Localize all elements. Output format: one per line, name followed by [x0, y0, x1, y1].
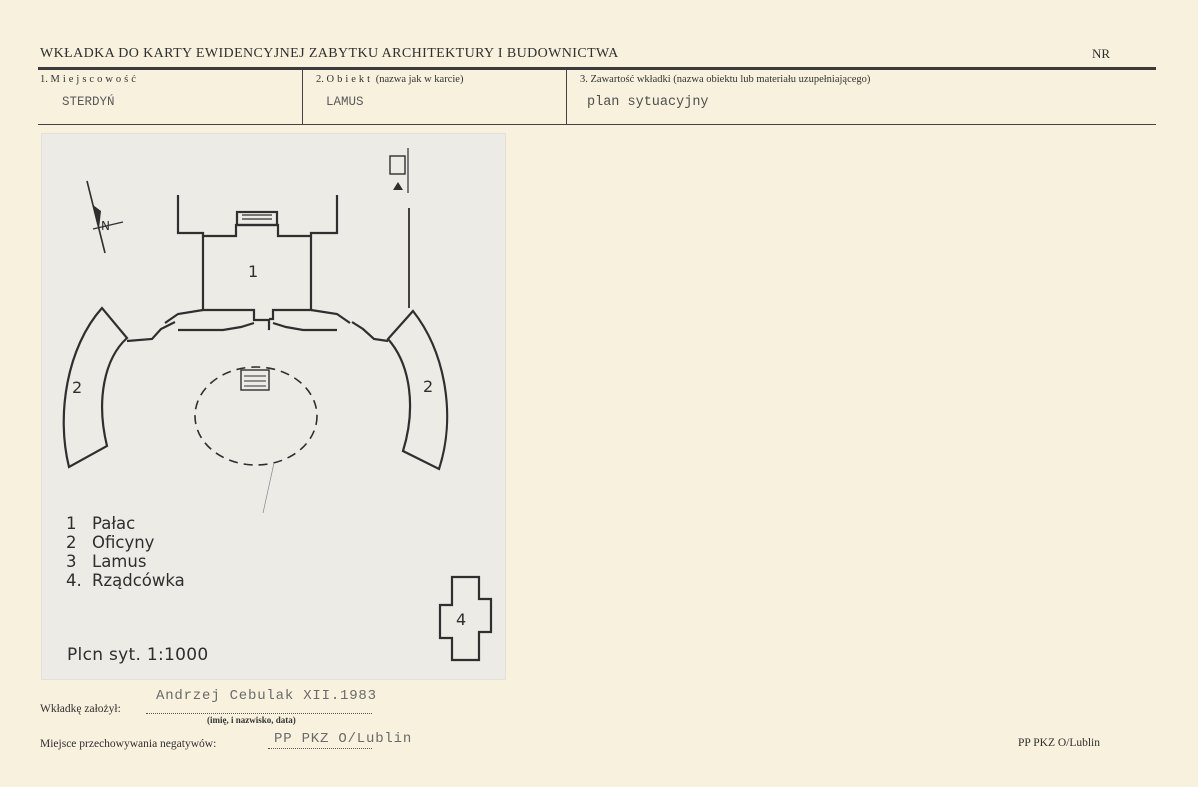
legend-item: 2 Oficyny — [66, 533, 185, 552]
label-palace: 1 — [248, 262, 258, 281]
fields-rule — [38, 124, 1156, 125]
legend-number: 4. — [66, 571, 82, 590]
label-right-outbuilding: 2 — [423, 377, 433, 396]
content-value: plan sytuacyjny — [587, 95, 709, 110]
right-outbuilding-outline — [386, 309, 449, 471]
negatives-label: Miejsce przechowywania negatywów: — [40, 738, 217, 750]
plan-scale: Plcn syt. 1:1000 — [67, 645, 209, 665]
object-number: 2. — [316, 74, 324, 85]
object-label-text: Obiekt — [326, 74, 374, 85]
plan-legend: 1 Pałac 2 Oficyny 3 Lamus 4. Rządcówka — [66, 514, 185, 590]
locality-label-text: Miejscowość — [50, 74, 139, 85]
legend-text: Rządcówka — [92, 571, 185, 590]
field-separator — [566, 70, 567, 124]
north-label: N — [101, 219, 110, 233]
founder-dotline — [146, 713, 372, 714]
founder-value: Andrzej Cebulak XII.1983 — [156, 688, 377, 704]
locality-label: 1. Miejscowość — [40, 74, 139, 85]
legend-item: 1 Pałac — [66, 514, 185, 533]
north-arrow-icon — [86, 180, 124, 254]
legend-number: 3 — [66, 552, 77, 571]
legend-text: Oficyny — [92, 533, 155, 552]
locality-number: 1. — [40, 74, 48, 85]
granary-marker — [240, 369, 270, 391]
legend-number: 2 — [66, 533, 77, 552]
content-label-text: Zawartość wkładki (nazwa obiektu lub mat… — [590, 74, 871, 85]
legend-text: Pałac — [92, 514, 136, 533]
header-rule — [38, 67, 1156, 70]
nr-label: NR — [1092, 46, 1111, 61]
object-label: 2. Obiekt (nazwa jak w karcie) — [316, 74, 463, 85]
palace-entrance — [235, 210, 279, 227]
legend-item: 3 Lamus — [66, 552, 185, 571]
card-title: WKŁADKA DO KARTY EWIDENCYJNEJ ZABYTKU AR… — [40, 46, 619, 61]
label-left-outbuilding: 2 — [72, 378, 82, 397]
negatives-dotline — [268, 748, 372, 749]
field-separator — [302, 70, 303, 124]
negatives-value: PP PKZ O/Lublin — [274, 731, 413, 747]
content-number: 3. — [580, 74, 588, 85]
legend-number: 1 — [66, 514, 77, 533]
courtyard-oval — [194, 366, 318, 466]
left-outbuilding-outline — [62, 306, 129, 469]
object-label-note: (nazwa jak w karcie) — [375, 74, 464, 85]
legend-text: Lamus — [92, 552, 147, 571]
object-value: LAMUS — [326, 95, 364, 109]
legend-item: 4. Rządcówka — [66, 571, 185, 590]
administrator-house-outline — [438, 575, 493, 662]
footer-institution: PP PKZ O/Lublin — [1018, 737, 1101, 749]
founder-label: Wkładkę założył: — [40, 703, 121, 715]
content-label: 3. Zawartość wkładki (nazwa obiektu lub … — [580, 74, 870, 85]
site-plan-drawing: N 1 2 2 4 — [62, 148, 493, 662]
founder-caption: (imię, i nazwisko, data) — [207, 715, 296, 725]
locality-value: STERDYŃ — [62, 95, 115, 109]
label-administrator-house: 4 — [456, 610, 466, 629]
